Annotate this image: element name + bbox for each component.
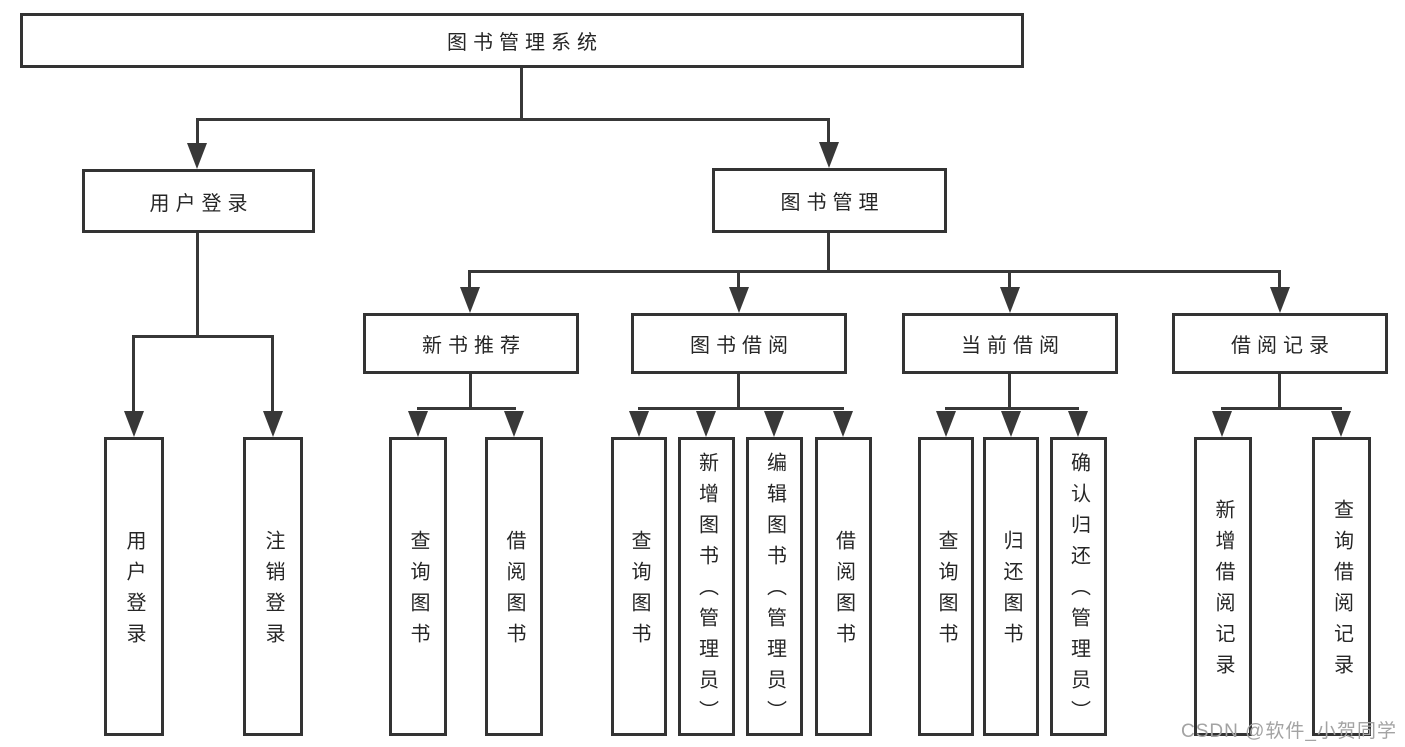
node-book-management: 图书管理 <box>712 168 947 233</box>
node-book-borrowing: 图书借阅 <box>631 313 847 374</box>
leaf-label: 查询借阅记录 <box>1330 498 1353 685</box>
leaf-label: 编辑图书（管理员） <box>763 452 786 731</box>
leaf-label: 新增借阅记录 <box>1212 498 1234 685</box>
leaf-borrow-books-recommend: 借阅图书 <box>485 437 543 736</box>
node-library-management-system: 图书管理系统 <box>20 13 1024 68</box>
arrowhead-down-icon <box>187 143 207 169</box>
arrowhead-down-icon <box>936 411 956 437</box>
leaf-logout: 注销登录 <box>243 437 303 736</box>
node-user-login: 用户登录 <box>82 169 315 233</box>
leaf-query-borrow-record: 查询借阅记录 <box>1312 437 1371 736</box>
leaf-add-borrow-record: 新增借阅记录 <box>1194 437 1252 736</box>
connector-current-stem <box>1008 374 1011 407</box>
leaf-label: 查询图书 <box>407 529 429 654</box>
node-label: 用户登录 <box>149 192 254 215</box>
arrowhead-down-icon <box>833 411 853 437</box>
connector-newrec-stem <box>469 374 472 407</box>
leaf-label: 借阅图书 <box>503 529 525 654</box>
leaf-label: 借阅图书 <box>832 529 855 654</box>
arrowhead-down-icon <box>764 411 784 437</box>
leaf-return-books: 归还图书 <box>983 437 1039 736</box>
node-new-book-recommendation: 新书推荐 <box>363 313 579 374</box>
arrowhead-down-icon <box>696 411 716 437</box>
leaf-query-books-current: 查询图书 <box>918 437 974 736</box>
node-label: 新书推荐 <box>422 335 526 357</box>
arrowhead-down-icon <box>819 142 839 168</box>
node-label: 借阅记录 <box>1231 335 1335 357</box>
arrowhead-down-icon <box>1331 411 1351 437</box>
connector-bookmgmt-drop-4 <box>1278 270 1281 289</box>
connector-userlogin-drop-2 <box>271 335 274 413</box>
connector-bookmgmt-drop-1 <box>468 270 471 289</box>
connector-bookmgmt-stem <box>827 233 830 270</box>
arrowhead-down-icon <box>124 411 144 437</box>
arrowhead-down-icon <box>504 411 524 437</box>
connector-root-rail <box>196 118 830 121</box>
leaf-query-books-recommend: 查询图书 <box>389 437 447 736</box>
node-label: 图书借阅 <box>690 335 794 357</box>
arrowhead-down-icon <box>460 287 480 313</box>
leaf-borrow-books-borrowing: 借阅图书 <box>815 437 872 736</box>
connector-userlogin-stem <box>196 233 199 335</box>
connector-records-rail <box>1221 407 1342 410</box>
connector-current-rail <box>945 407 1079 410</box>
arrowhead-down-icon <box>408 411 428 437</box>
arrowhead-down-icon <box>263 411 283 437</box>
leaf-add-books-admin: 新增图书（管理员） <box>678 437 735 736</box>
leaf-label: 归还图书 <box>1000 529 1022 654</box>
node-label: 图书管理 <box>780 192 885 214</box>
csdn-watermark: CSDN @软件_小贺同学 <box>1181 721 1397 742</box>
connector-borrowing-rail <box>638 407 844 410</box>
leaf-edit-books-admin: 编辑图书（管理员） <box>746 437 803 736</box>
leaf-label: 查询图书 <box>935 529 957 654</box>
node-label: 当前借阅 <box>961 335 1065 357</box>
leaf-label: 新增图书（管理员） <box>695 452 718 731</box>
connector-bookmgmt-rail <box>468 270 1281 273</box>
connector-userlogin-rail <box>132 335 274 338</box>
leaf-label: 用户登录 <box>123 529 145 654</box>
arrowhead-down-icon <box>629 411 649 437</box>
connector-root-drop-left <box>196 118 199 146</box>
leaf-confirm-return-admin: 确认归还（管理员） <box>1050 437 1107 736</box>
arrowhead-down-icon <box>1000 287 1020 313</box>
connector-root-stem <box>520 68 523 118</box>
leaf-query-books-borrowing: 查询图书 <box>611 437 667 736</box>
arrowhead-down-icon <box>729 287 749 313</box>
leaf-user-login: 用户登录 <box>104 437 164 736</box>
connector-records-stem <box>1278 374 1281 408</box>
connector-newrec-rail <box>417 407 516 410</box>
node-label: 图书管理系统 <box>447 32 603 54</box>
arrowhead-down-icon <box>1068 411 1088 437</box>
leaf-label: 确认归还（管理员） <box>1067 452 1090 731</box>
connector-bookmgmt-drop-2 <box>737 270 740 289</box>
leaf-label: 查询图书 <box>628 529 650 654</box>
node-current-borrowing: 当前借阅 <box>902 313 1118 374</box>
arrowhead-down-icon <box>1212 411 1232 437</box>
arrowhead-down-icon <box>1001 411 1021 437</box>
connector-userlogin-drop-1 <box>132 335 135 413</box>
arrowhead-down-icon <box>1270 287 1290 313</box>
connector-bookmgmt-drop-3 <box>1008 270 1011 289</box>
node-borrowing-records: 借阅记录 <box>1172 313 1388 374</box>
connector-borrowing-stem <box>737 374 740 407</box>
connector-root-drop-right <box>827 118 830 146</box>
leaf-label: 注销登录 <box>262 529 284 654</box>
